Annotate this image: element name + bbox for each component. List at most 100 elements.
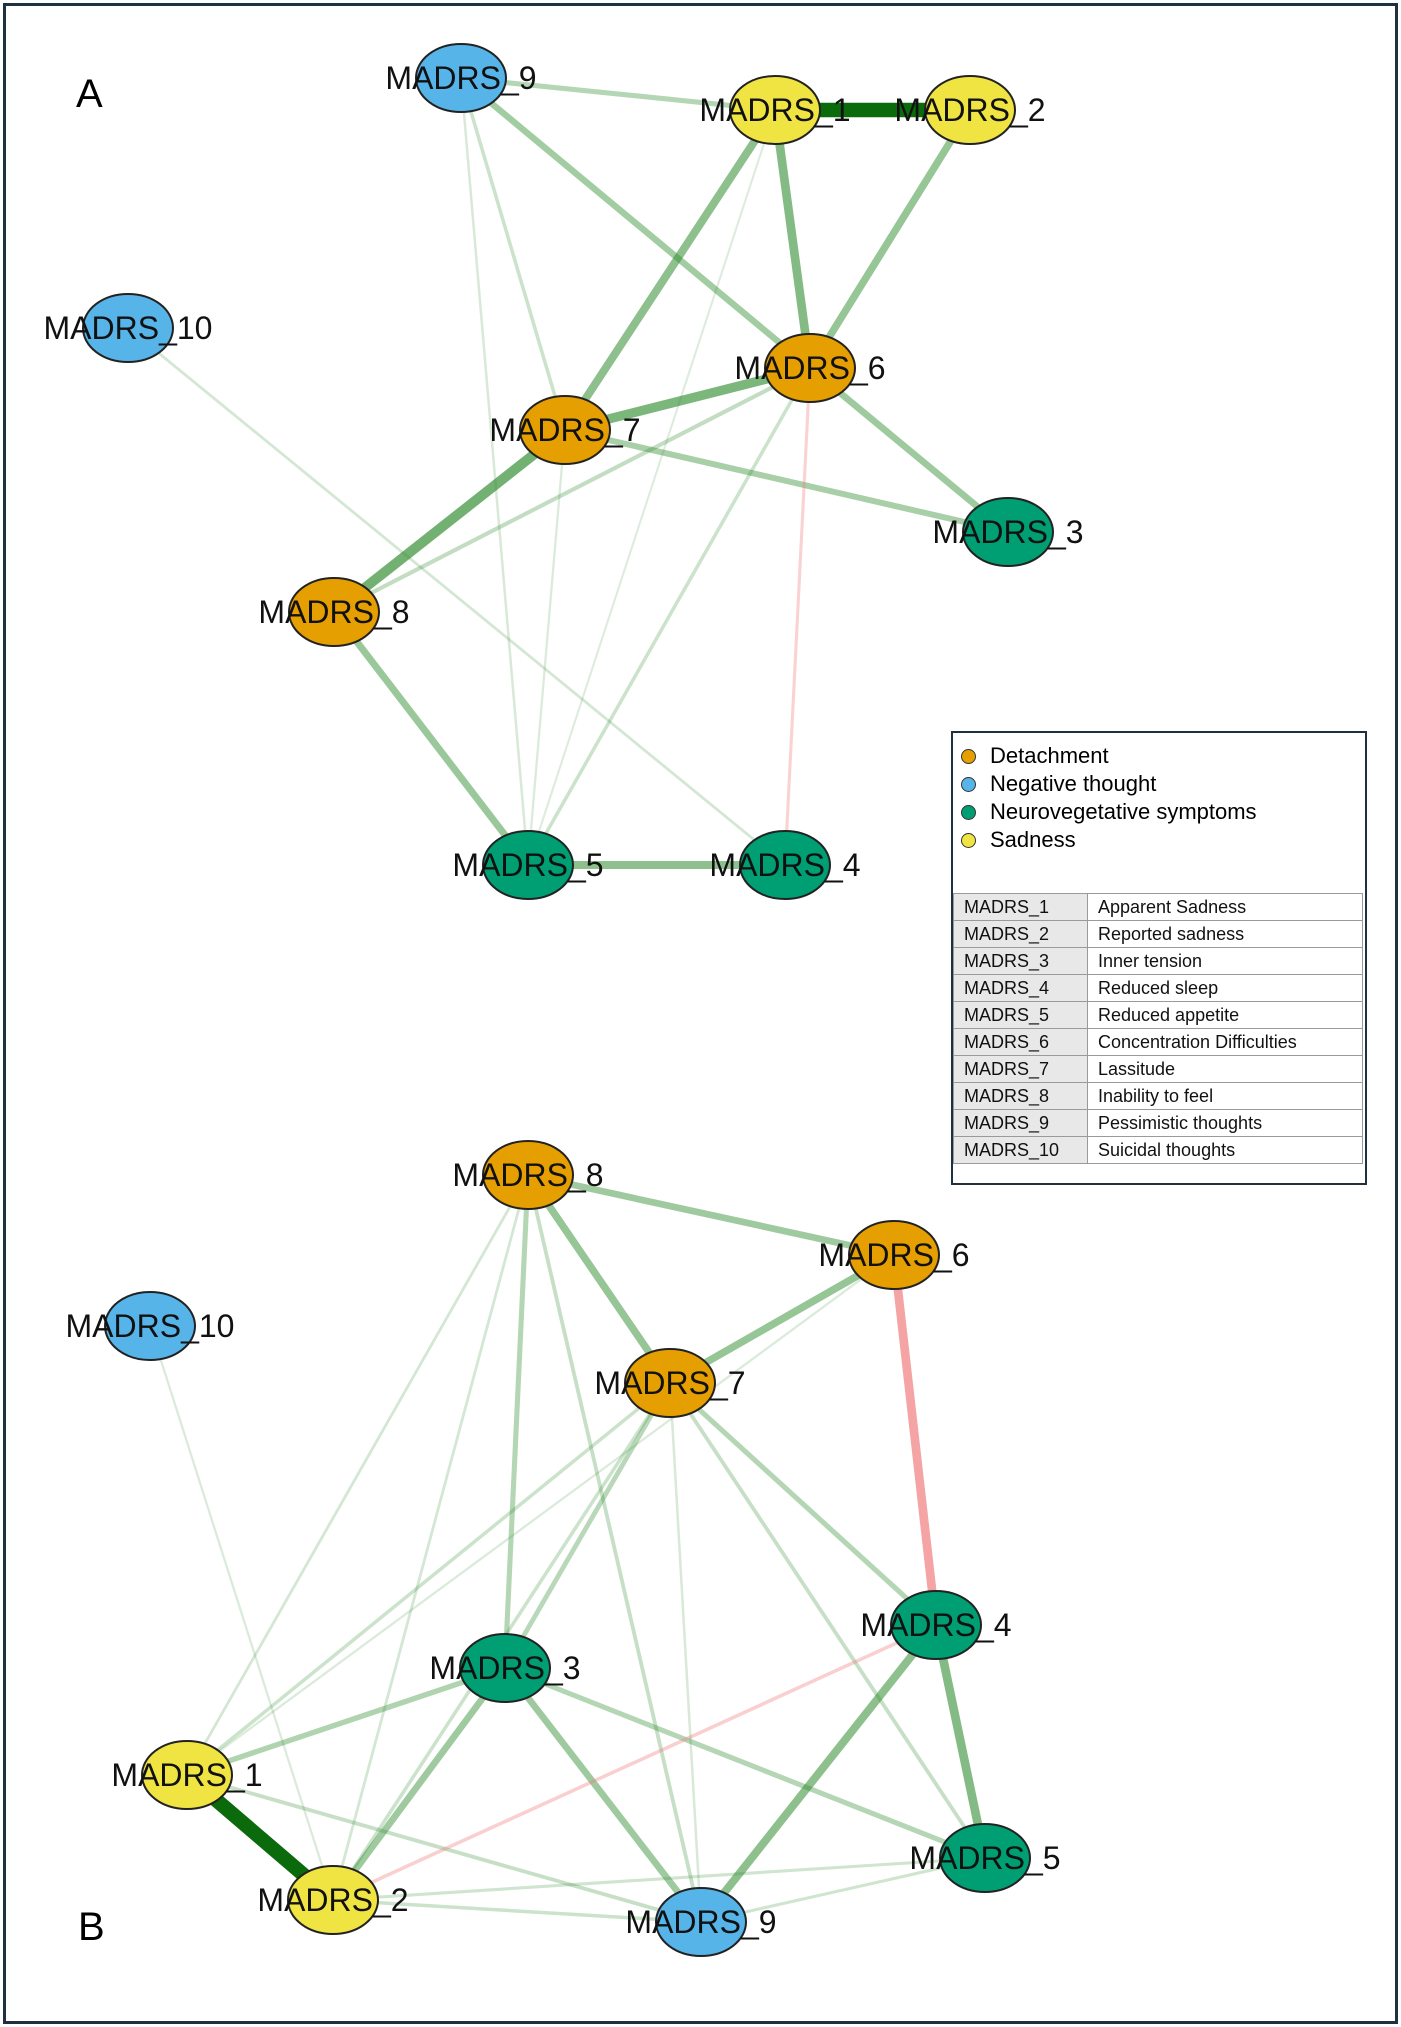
item-description: Lassitude — [1087, 1055, 1363, 1083]
node-label: MADRS_10 — [44, 310, 213, 346]
item-code: MADRS_2 — [953, 920, 1088, 948]
node-label: MADRS_1 — [111, 1757, 262, 1793]
node-label: MADRS_1 — [699, 92, 850, 128]
legend-label: Sadness — [990, 827, 1076, 852]
edge-madrs7-madrs3 — [502, 1380, 673, 1671]
item-code: MADRS_10 — [953, 1136, 1088, 1164]
node-madrs-9: MADRS_9 — [625, 1887, 777, 1957]
edge-madrs9-madrs7 — [459, 76, 567, 432]
edge-madrs2-madrs4 — [331, 1623, 938, 1902]
item-description: Inner tension — [1087, 947, 1363, 975]
item-description: Reported sadness — [1087, 920, 1363, 948]
legend-dot — [961, 832, 976, 848]
edge-madrs9-madrs5 — [699, 1856, 987, 1924]
node-madrs-1: MADRS_1 — [111, 1740, 263, 1810]
node-label: MADRS_5 — [909, 1840, 1060, 1876]
edge-madrs10-madrs2 — [148, 1324, 335, 1902]
node-madrs-6: MADRS_6 — [734, 333, 886, 403]
edge-madrs1-madrs6 — [770, 105, 815, 373]
node-circle — [890, 1590, 982, 1660]
node-label: MADRS_8 — [258, 594, 409, 630]
edge-madrs2-madrs5 — [331, 1856, 987, 1902]
edge-madrs7-madrs6 — [666, 1251, 898, 1387]
node-circle — [729, 75, 821, 145]
node-circle — [415, 43, 507, 113]
node-circle — [141, 1740, 233, 1810]
edge-madrs6-madrs4 — [783, 366, 812, 867]
item-code: MADRS_5 — [953, 1001, 1088, 1029]
item-description: Reduced appetite — [1087, 1001, 1363, 1029]
node-label: MADRS_4 — [709, 847, 860, 883]
node-circle — [655, 1887, 747, 1957]
legend-dot — [961, 776, 976, 792]
edge-madrs8-madrs3 — [502, 1172, 531, 1671]
node-label: MADRS_7 — [489, 412, 640, 448]
edge-madrs8-madrs2 — [331, 1173, 530, 1902]
legend-item-detachment: Detachment — [961, 742, 1109, 770]
edge-madrs10-madrs4 — [126, 326, 787, 867]
node-circle — [624, 1348, 716, 1418]
item-description: Suicidal thoughts — [1087, 1136, 1363, 1164]
node-circle — [519, 395, 611, 465]
node-madrs-3: MADRS_3 — [429, 1633, 581, 1703]
edge-madrs6-madrs3 — [806, 364, 1012, 536]
edge-madrs3-madrs2 — [329, 1664, 509, 1904]
legend-item-negative-thought: Negative thought — [961, 770, 1156, 798]
node-madrs-3: MADRS_3 — [932, 497, 1084, 567]
node-madrs-9: MADRS_9 — [385, 43, 537, 113]
node-circle — [764, 333, 856, 403]
item-code: MADRS_9 — [953, 1109, 1088, 1137]
node-madrs-7: MADRS_7 — [594, 1348, 746, 1418]
edge-madrs8-madrs1 — [185, 1173, 530, 1777]
node-madrs-10: MADRS_10 — [66, 1291, 234, 1361]
edge-madrs6-madrs1 — [185, 1253, 896, 1777]
node-circle — [288, 577, 380, 647]
legend-dot — [961, 804, 976, 820]
edge-madrs6-madrs5 — [526, 366, 812, 867]
panel-label-b: B — [78, 1905, 105, 1949]
node-madrs-5: MADRS_5 — [452, 830, 604, 900]
node-circle — [104, 1291, 196, 1361]
node-circle — [287, 1865, 379, 1935]
legend-item-neurovegetative: Neurovegetative symptoms — [961, 798, 1257, 826]
edge-madrs8-madrs7 — [524, 1171, 674, 1387]
legend-label: Neurovegetative symptoms — [990, 799, 1257, 824]
network-panel-b: MADRS_1MADRS_2MADRS_3MADRS_4MADRS_5MADRS… — [66, 1140, 1061, 1957]
item-code: MADRS_8 — [953, 1082, 1088, 1110]
item-description: Reduced sleep — [1087, 974, 1363, 1002]
item-description: Apparent Sadness — [1087, 893, 1363, 921]
node-circle — [82, 293, 174, 363]
edge-madrs4-madrs9 — [697, 1621, 940, 1926]
node-madrs-4: MADRS_4 — [709, 830, 861, 900]
edge-madrs3-madrs9 — [501, 1664, 705, 1926]
node-label: MADRS_2 — [894, 92, 1045, 128]
node-label: MADRS_8 — [452, 1157, 603, 1193]
node-label: MADRS_3 — [429, 1650, 580, 1686]
edge-madrs9-madrs1 — [458, 75, 778, 113]
edge-madrs8-madrs9 — [526, 1173, 703, 1924]
legend-label: Detachment — [990, 743, 1109, 768]
edge-madrs9-madrs6 — [457, 74, 814, 372]
node-circle — [962, 497, 1054, 567]
item-code: MADRS_6 — [953, 1028, 1088, 1056]
edge-madrs6-madrs8 — [331, 365, 813, 615]
item-code: MADRS_4 — [953, 974, 1088, 1002]
node-circle — [482, 830, 574, 900]
node-madrs-2: MADRS_2 — [257, 1865, 409, 1935]
edge-madrs7-madrs3 — [562, 427, 1011, 535]
edge-madrs2-madrs6 — [806, 106, 974, 372]
node-madrs-2: MADRS_2 — [894, 75, 1046, 145]
edge-madrs7-madrs1 — [185, 1381, 672, 1777]
edge-madrs8-madrs5 — [330, 608, 532, 869]
node-label: MADRS_7 — [594, 1365, 745, 1401]
node-label: MADRS_9 — [625, 1904, 776, 1940]
edge-madrs3-madrs5 — [502, 1665, 988, 1861]
legend-dot — [961, 748, 976, 764]
